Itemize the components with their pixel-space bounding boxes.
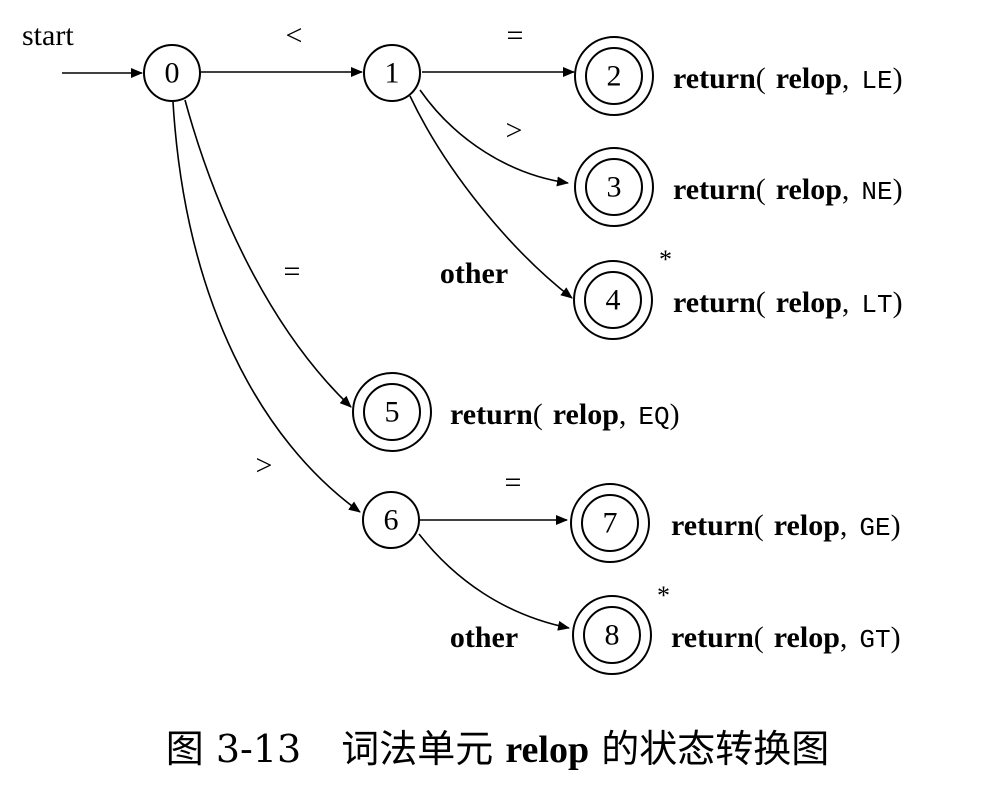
state-3: 3 xyxy=(574,147,654,227)
edge-0-6 xyxy=(172,101,361,513)
edge-label-1-2: = xyxy=(507,19,524,52)
figure-number: 图 3-13 xyxy=(165,727,302,771)
return-action-3: return(relop,NE) xyxy=(673,173,903,207)
state-label: 8 xyxy=(605,619,620,652)
return-action-4: return(relop,LT) xyxy=(673,286,903,320)
figure-caption: 图 3-13 词法单元 relop 的状态转换图 xyxy=(0,718,995,773)
return-action-5: return(relop,EQ) xyxy=(450,398,680,432)
state-label: 7 xyxy=(603,507,618,540)
state-label: 0 xyxy=(165,57,180,90)
state-0: 0 xyxy=(143,44,201,102)
state-4: 4 xyxy=(573,260,653,340)
state-2: 2 xyxy=(574,36,654,116)
edge-label-0-1: < xyxy=(286,19,303,52)
return-action-8: return(relop,GT) xyxy=(671,621,901,655)
caption-text-after: 的状态转换图 xyxy=(601,727,830,771)
state-6: 6 xyxy=(362,491,420,549)
svg-text:return(relop,NE): return(relop,NE) xyxy=(673,173,903,207)
state-5: 5 xyxy=(352,372,432,452)
edge-label-1-3: > xyxy=(506,114,523,147)
edge-label-0-5: = xyxy=(284,255,301,288)
start-label: start xyxy=(22,19,74,52)
edge-0-5 xyxy=(184,99,352,408)
edge-label-0-6: > xyxy=(256,449,273,482)
svg-text:return(relop,EQ): return(relop,EQ) xyxy=(450,398,680,432)
state-8: 8 xyxy=(572,595,652,675)
state-label: 2 xyxy=(607,60,622,93)
return-action-2: return(relop,LE) xyxy=(673,62,903,96)
svg-text:return(relop,GT): return(relop,GT) xyxy=(671,621,901,655)
state-7: 7 xyxy=(570,483,650,563)
svg-text:return(relop,LT): return(relop,LT) xyxy=(673,286,903,320)
caption-bold-term: relop xyxy=(505,729,590,771)
retract-mark-8: * xyxy=(657,581,670,610)
edge-1-4 xyxy=(409,95,573,299)
state-label: 1 xyxy=(385,57,400,90)
return-action-7: return(relop,GE) xyxy=(671,509,901,543)
edge-6-8 xyxy=(418,533,570,631)
caption-text-before: 词法单元 xyxy=(341,727,494,771)
state-label: 4 xyxy=(606,284,621,317)
state-label: 5 xyxy=(385,396,400,429)
edge-label-6-8: other xyxy=(450,621,518,654)
edge-label-6-7: = xyxy=(505,466,522,499)
svg-text:return(relop,LE): return(relop,LE) xyxy=(673,62,903,96)
retract-mark-4: * xyxy=(659,245,672,274)
edge-1-3 xyxy=(419,89,569,187)
state-label: 6 xyxy=(384,504,399,537)
state-label: 3 xyxy=(607,171,622,204)
svg-text:return(relop,GE): return(relop,GE) xyxy=(671,509,901,543)
state-1: 1 xyxy=(363,44,421,102)
edge-label-1-4: other xyxy=(440,257,508,290)
